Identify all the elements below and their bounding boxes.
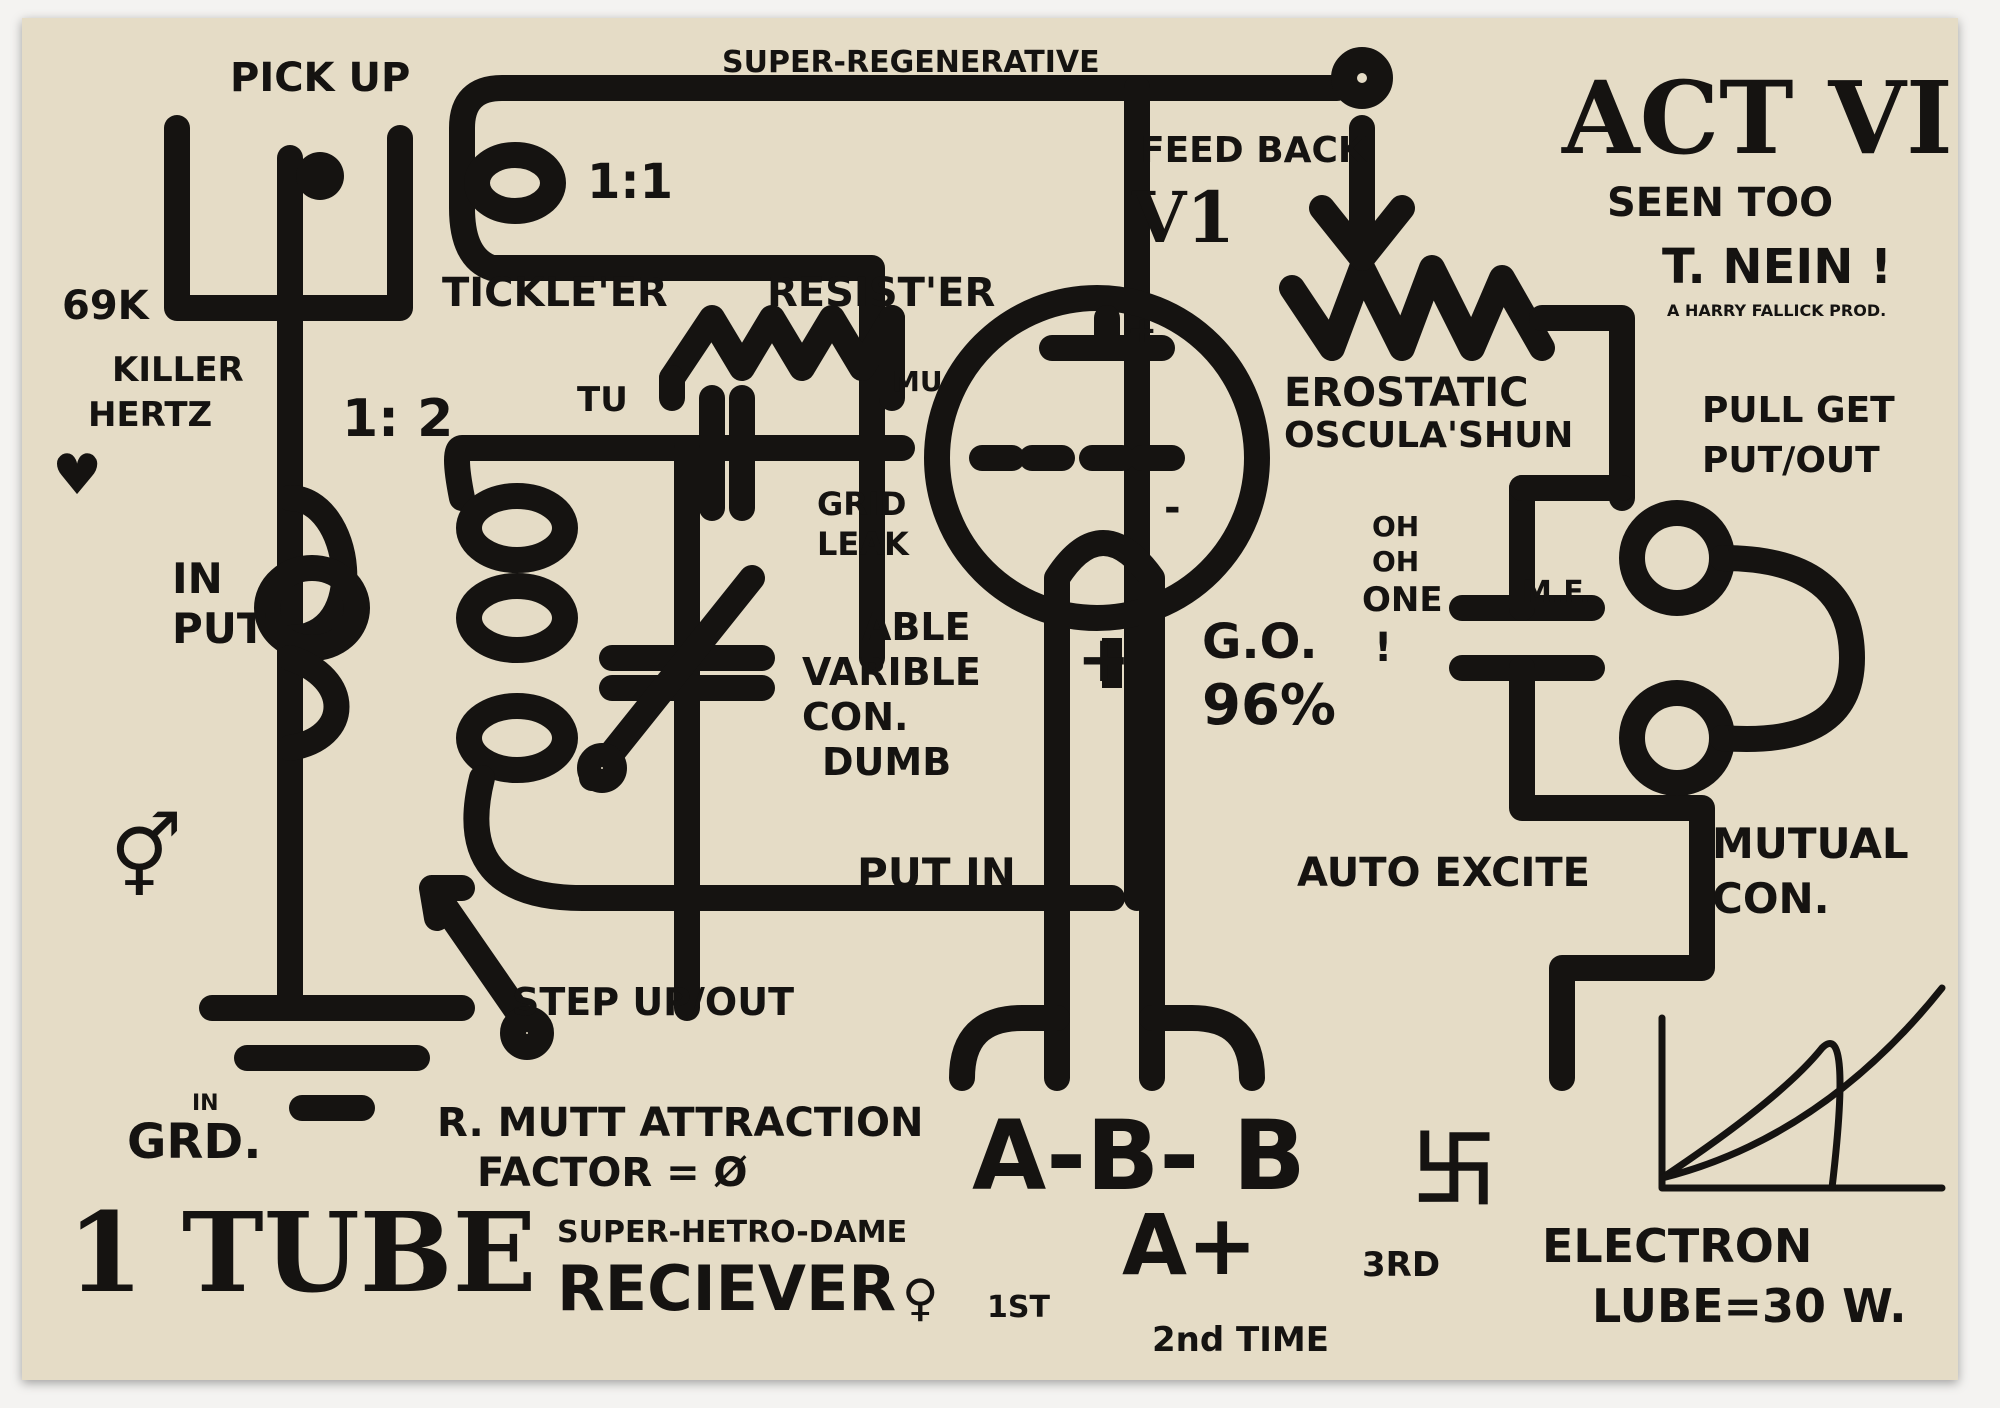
- label-factor: FACTOR = Ø: [477, 1150, 748, 1196]
- label-electron: ELECTRON: [1542, 1219, 1813, 1273]
- label-step-up: STEP UP/OUT: [512, 980, 794, 1024]
- label-2nd-time: 2nd TIME: [1152, 1320, 1329, 1360]
- label-pick-up: PICK UP: [230, 55, 411, 101]
- label-dumb: DUMB: [822, 740, 952, 784]
- label-1st: 1ST: [987, 1290, 1050, 1325]
- label-v1: V1: [1132, 176, 1236, 259]
- label-mutual: MUTUAL: [1712, 819, 1909, 868]
- label-mu: MU: [892, 365, 943, 398]
- label-one: ONE: [1362, 580, 1443, 620]
- label-super-hetro: SUPER-HETRO-DAME: [557, 1215, 908, 1250]
- label-erostatic: EROSTATIC: [1284, 370, 1529, 416]
- label-oh-1: OH: [1372, 510, 1420, 543]
- label-resist: RESIST'ER: [767, 270, 996, 316]
- label-plus-bottom: +: [1077, 623, 1131, 697]
- label-act: ACT VI: [1562, 59, 1953, 177]
- circuit-diagram-paint: [164, 47, 1946, 1192]
- label-in: IN: [172, 554, 223, 603]
- label-con: CON.: [802, 695, 909, 739]
- label-able: ABLE: [862, 605, 971, 649]
- label-put: PUT: [172, 604, 266, 653]
- label-one-tube: 1 TUBE: [67, 1188, 537, 1317]
- label-put-in: PUT IN: [857, 849, 1016, 898]
- label-leak: LEAK: [817, 525, 909, 563]
- label-abb: A-B- B: [972, 1100, 1306, 1212]
- label-ratio-1-2: 1: 2: [342, 389, 454, 449]
- label-seen-too: SEEN TOO: [1607, 180, 1834, 226]
- label-super-regen: SUPER-REGENERATIVE: [722, 45, 1100, 80]
- label-tickle: TICKLE'ER: [442, 270, 668, 316]
- label-in-small: IN: [192, 1091, 219, 1116]
- label-harry: A HARRY FALLICK PROD.: [1667, 301, 1887, 320]
- label-hertz: HERTZ: [88, 395, 213, 435]
- label-t-nein: T. NEIN !: [1662, 239, 1892, 295]
- label-go: G.O.: [1202, 614, 1318, 670]
- heart-arrow-icon: ♥: [52, 443, 103, 508]
- graph-sketch-icon: [1658, 984, 1946, 1192]
- label-auto-excite: AUTO EXCITE: [1297, 850, 1591, 896]
- label-feed-back: FEED BACK: [1140, 130, 1366, 171]
- label-69k: 69K: [62, 283, 149, 329]
- label-osculashun: OSCULA'SHUN: [1284, 415, 1574, 456]
- label-exclaim: !: [1374, 625, 1393, 671]
- label-grd: GRD.: [127, 1114, 262, 1170]
- label-3rd: 3RD: [1362, 1245, 1441, 1285]
- painting-canvas: PICK UP SUPER-REGENERATIVE 1:1 FEED BACK…: [22, 18, 1958, 1380]
- label-lube: LUBE=30 W.: [1592, 1279, 1907, 1333]
- label-r-mutt: R. MUTT ATTRACTION: [437, 1100, 924, 1146]
- label-minus: -: [1164, 485, 1181, 531]
- label-mutual-con: CON.: [1712, 874, 1830, 923]
- label-a-plus: A+: [1122, 1196, 1258, 1294]
- male-female-symbol-icon: ⚥: [110, 811, 183, 904]
- venus-symbol-icon: ♀: [902, 1269, 939, 1327]
- label-ratio-1-1: 1:1: [587, 154, 673, 210]
- label-grid: GRID: [817, 485, 907, 523]
- label-plus-top: +: [1127, 310, 1158, 351]
- label-pull-get: PULL GET: [1702, 390, 1895, 431]
- label-tu: TU: [577, 380, 628, 420]
- label-varible: VARIBLE: [802, 650, 981, 694]
- swastika-icon: 卐: [1412, 1121, 1497, 1219]
- label-put-out: PUT/OUT: [1702, 440, 1880, 481]
- label-oh-2: OH: [1372, 545, 1420, 578]
- label-killer: KILLER: [112, 350, 244, 390]
- label-pct: 96%: [1202, 673, 1337, 738]
- label-mf: M.F.: [1522, 575, 1591, 610]
- label-reciever: RECIEVER: [557, 1252, 897, 1325]
